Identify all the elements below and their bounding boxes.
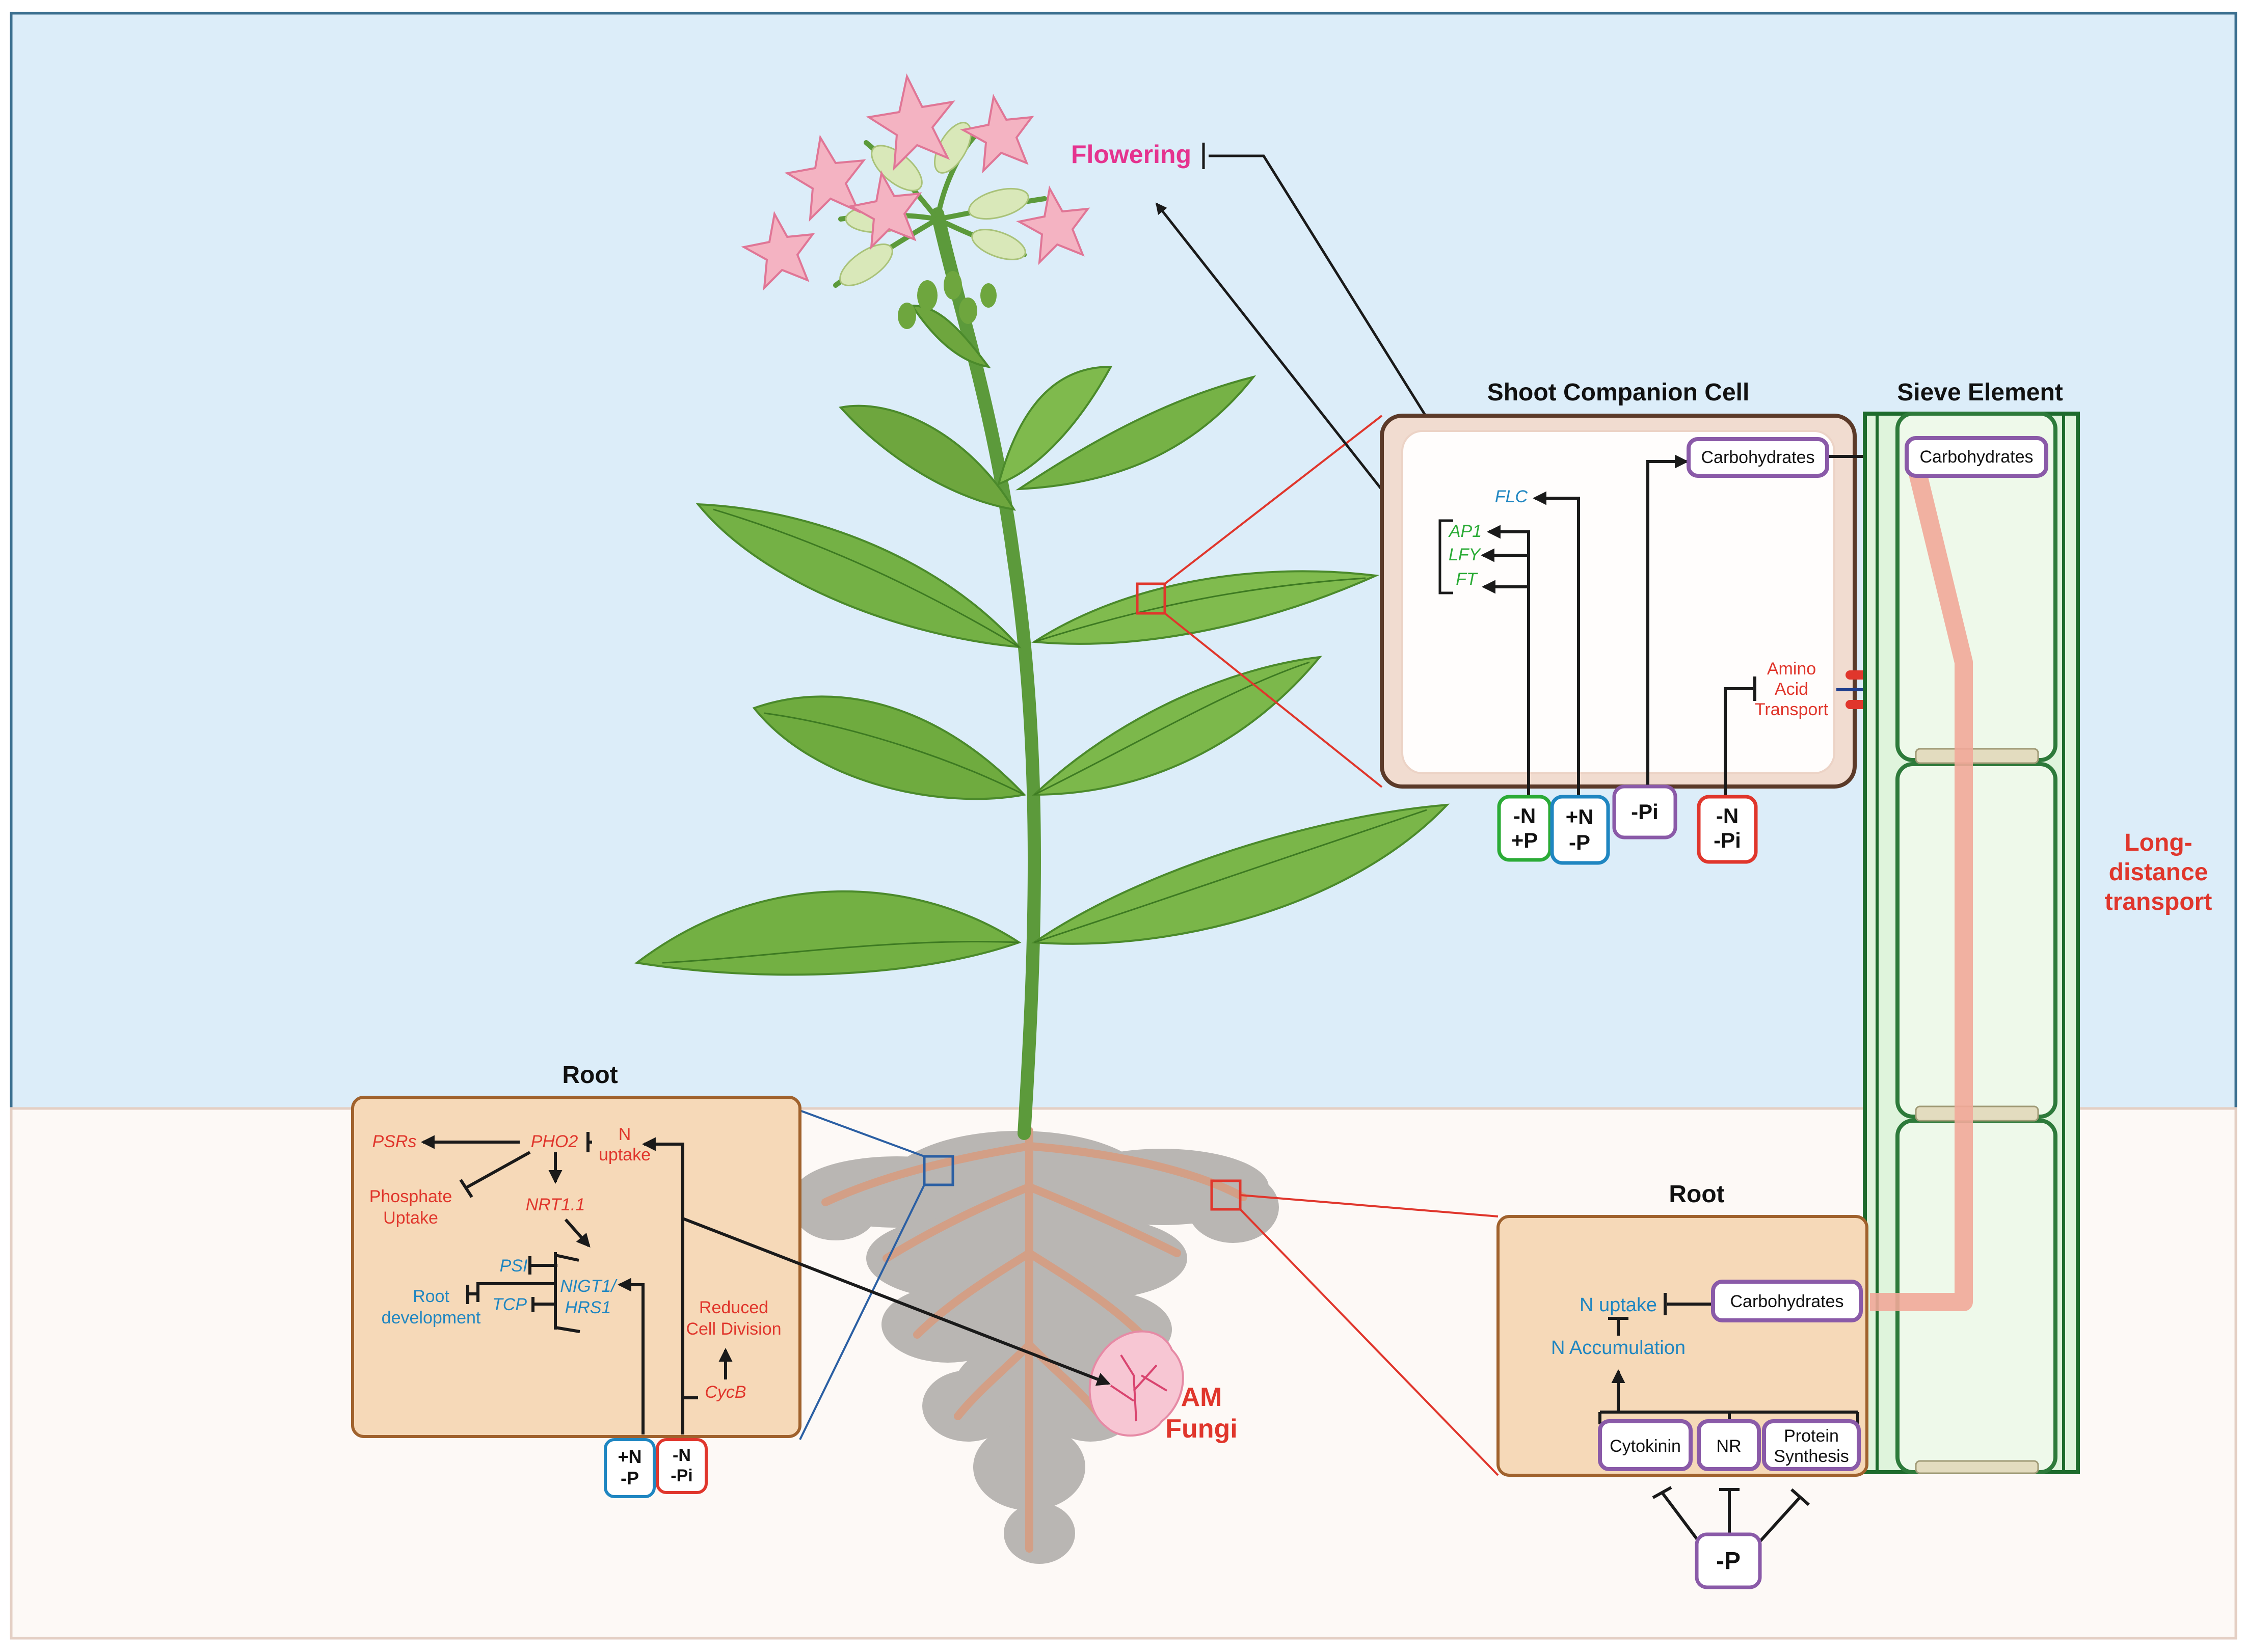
root-right-regulation-arrows bbox=[1598, 1293, 1859, 1543]
reduced-division-line-1: Reduced bbox=[699, 1298, 768, 1317]
long-distance-line-1: Long- bbox=[2124, 829, 2192, 856]
condition-box-n-pos-p-neg bbox=[1550, 795, 1610, 865]
n-uptake-line-1: N bbox=[619, 1125, 631, 1144]
sieve-cell-2 bbox=[1895, 762, 2057, 1119]
condition-text: -Pi bbox=[1631, 800, 1659, 824]
root-right-carbohydrates-label: Carbohydrates bbox=[1730, 1292, 1843, 1311]
root-left-box bbox=[351, 1096, 801, 1438]
cycb-label: CycB bbox=[705, 1383, 746, 1402]
psrs-label: PSRs bbox=[372, 1132, 417, 1151]
nigt1-line-1: NIGT1/ bbox=[560, 1277, 618, 1296]
condition-box-n-neg-p-pos bbox=[1497, 795, 1552, 862]
protein-synthesis-box bbox=[1762, 1419, 1861, 1471]
sieve-element: Sieve Element Carbohydrates Long- distan… bbox=[1863, 379, 2212, 1474]
root-right-panel: Root N uptake N Accumulation Carbohydrat… bbox=[1496, 1181, 1868, 1589]
sieve-carbohydrates-box bbox=[1905, 436, 2048, 478]
long-distance-line-3: transport bbox=[2105, 888, 2212, 915]
n-accumulation-label: N Accumulation bbox=[1551, 1337, 1686, 1359]
amino-acid-line-1: Amino bbox=[1767, 659, 1816, 679]
transport-stream bbox=[1870, 471, 1973, 1311]
n-uptake-line-2: uptake bbox=[599, 1145, 651, 1164]
n-uptake-label: N uptake bbox=[1580, 1294, 1657, 1316]
condition-text: -N bbox=[1513, 804, 1536, 828]
condition-text: -Pi bbox=[1714, 828, 1741, 852]
cytokinin-box bbox=[1598, 1419, 1693, 1471]
leaves bbox=[634, 304, 1450, 976]
tcp-label: TCP bbox=[492, 1295, 527, 1314]
flowering-label: Flowering bbox=[1071, 140, 1191, 169]
root-left-title: Root bbox=[562, 1062, 618, 1089]
nigt1-line-2: HRS1 bbox=[565, 1298, 611, 1317]
reduced-division-line-2: Cell Division bbox=[686, 1319, 781, 1339]
phosphate-uptake-line-2: Uptake bbox=[383, 1208, 438, 1228]
amino-acid-line-2: Acid bbox=[1775, 680, 1808, 699]
shoot-carbohydrates-label: Carbohydrates bbox=[1701, 448, 1814, 467]
root-left-regulation-arrows bbox=[420, 1132, 1111, 1434]
root-development-line-1: Root bbox=[413, 1287, 449, 1306]
psi-label: PSI bbox=[500, 1256, 528, 1276]
root-right-title: Root bbox=[1669, 1181, 1724, 1208]
phosphate-uptake-line-1: Phosphate bbox=[369, 1187, 452, 1206]
protein-synthesis-line-2: Synthesis bbox=[1774, 1447, 1849, 1466]
condition-box-n-neg-pi-neg bbox=[1697, 795, 1758, 864]
condition-text: -Pi bbox=[671, 1466, 692, 1485]
condition-text: -P bbox=[1569, 830, 1590, 854]
am-fungi-label-line-1: AM bbox=[1181, 1383, 1222, 1412]
pho2-label: PHO2 bbox=[531, 1132, 578, 1151]
gene-lfy: LFY bbox=[1449, 545, 1482, 564]
root-left-condition-n-neg-pi-neg bbox=[656, 1438, 708, 1494]
root-system bbox=[795, 1127, 1279, 1564]
sieve-title: Sieve Element bbox=[1897, 379, 2063, 406]
minus-p-box bbox=[1695, 1532, 1762, 1589]
gene-bracket bbox=[1438, 519, 1453, 594]
condition-text: +N bbox=[618, 1446, 641, 1467]
nr-label: NR bbox=[1716, 1437, 1741, 1456]
sieve-plates bbox=[1915, 748, 2039, 1474]
am-fungi-label-line-2: Fungi bbox=[1165, 1414, 1238, 1444]
gene-ap1: AP1 bbox=[1448, 522, 1482, 541]
root-left-condition-n-pos-p-neg bbox=[604, 1438, 656, 1498]
condition-box-pi-neg bbox=[1612, 784, 1677, 839]
amino-acid-line-3: Transport bbox=[1755, 700, 1829, 719]
root-highlight-square-left bbox=[923, 1155, 954, 1186]
minus-p-label: -P bbox=[1716, 1548, 1741, 1575]
long-distance-line-2: distance bbox=[2109, 859, 2208, 886]
am-fungi-blob bbox=[1088, 1330, 1184, 1437]
nr-box bbox=[1697, 1419, 1761, 1471]
condition-text: -N bbox=[673, 1446, 691, 1465]
condition-text: -P bbox=[621, 1468, 639, 1488]
root-development-line-2: development bbox=[382, 1308, 481, 1328]
cytokinin-label: Cytokinin bbox=[1610, 1437, 1681, 1456]
shoot-carbohydrates-box bbox=[1687, 437, 1829, 478]
shoot-cell-title: Shoot Companion Cell bbox=[1487, 379, 1750, 406]
leaf-highlight-square bbox=[1136, 582, 1166, 615]
condition-text: -N bbox=[1716, 804, 1739, 828]
root-right-carbohydrates-box bbox=[1711, 1280, 1863, 1322]
gene-ft: FT bbox=[1456, 570, 1478, 589]
flowers bbox=[741, 73, 1090, 329]
tobacco-plant bbox=[634, 73, 1450, 1564]
shoot-cell-interior bbox=[1401, 430, 1835, 774]
sieve-carbohydrates-label: Carbohydrates bbox=[1919, 447, 2033, 467]
gene-regulation-arrows bbox=[1480, 449, 1907, 809]
condition-text: +N bbox=[1566, 805, 1594, 829]
gene-flc: FLC bbox=[1495, 487, 1528, 506]
nrt11-label: NRT1.1 bbox=[526, 1195, 585, 1214]
root-left-panel: Root PSRs PHO2 N uptake Phosphate Uptake… bbox=[351, 1062, 1111, 1498]
condition-text: +P bbox=[1511, 828, 1538, 852]
protein-synthesis-line-1: Protein bbox=[1784, 1426, 1839, 1446]
